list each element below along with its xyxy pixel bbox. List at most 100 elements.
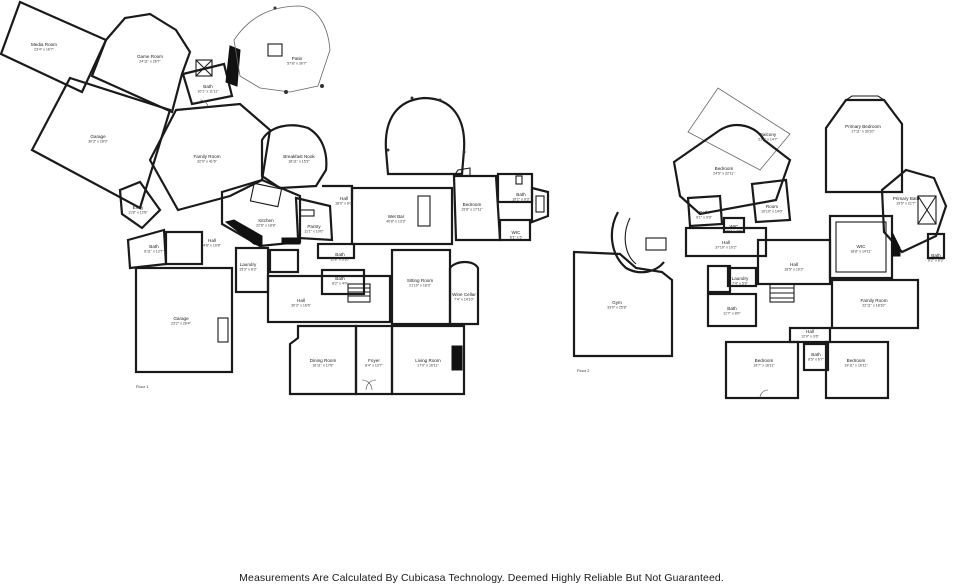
living-fireplace bbox=[451, 345, 463, 371]
garage-shelf bbox=[217, 317, 229, 343]
room-dimension-label: 23'2" x 26'4" bbox=[171, 322, 191, 326]
main-hall-outline bbox=[266, 274, 392, 324]
bath-tiny-outline bbox=[316, 242, 356, 260]
guest-bay bbox=[452, 167, 471, 177]
room-dimension-label: 8'4" x 13'7" bbox=[365, 364, 383, 368]
room-dimension-label: 11'8" x 5'10" bbox=[330, 258, 350, 262]
bathtub-icon bbox=[917, 195, 937, 225]
room-dimension-label: 10'1" x 9'3" bbox=[512, 198, 530, 202]
room-name-label: Garage bbox=[90, 134, 106, 139]
room-name-label: Hall bbox=[340, 196, 348, 201]
room-dimension-label: 57'8" x 30'7" bbox=[287, 62, 307, 66]
room-name-label: Hall bbox=[806, 329, 814, 334]
wet-bar-outline bbox=[350, 186, 454, 246]
pantry-shelf bbox=[299, 209, 315, 217]
wine-cellar-outline bbox=[448, 260, 480, 326]
room-dimension-label: 18'11" x 15'3" bbox=[288, 160, 310, 164]
room-dimension-label: 7'4" x 5'9" bbox=[732, 282, 748, 286]
room-dimension-label: 19'5" x 21'7" bbox=[896, 202, 916, 206]
guest-bath-bay bbox=[530, 186, 550, 224]
floor1-label: Floor 1 bbox=[136, 384, 149, 389]
room-dimension-label: 40'8" x 13'3" bbox=[386, 220, 406, 224]
breakfast-nook-outline bbox=[260, 124, 328, 190]
upper-wic-outline bbox=[722, 216, 746, 234]
room-name-label: Hall bbox=[790, 262, 798, 267]
room-name-label: Bedroom bbox=[463, 202, 482, 207]
room-name-label: Hall bbox=[722, 240, 730, 245]
wic-island bbox=[835, 221, 887, 273]
garage-upper-outline bbox=[30, 76, 172, 210]
room-name-label: Hall bbox=[297, 298, 305, 303]
room-name-label: Room bbox=[766, 204, 778, 209]
room-name-label: Laundry bbox=[240, 262, 257, 267]
room-name-label: Gym bbox=[612, 300, 622, 305]
room-name-label: Hall bbox=[208, 238, 216, 243]
kitchen-island bbox=[249, 182, 283, 208]
room-dimension-label: 15'3" x 8'3" bbox=[239, 268, 257, 272]
room-name-label: Game Room bbox=[137, 54, 163, 59]
room-name-label: Bath bbox=[516, 192, 526, 197]
small-room-outline bbox=[750, 178, 792, 224]
bath-fixture-x2 bbox=[195, 59, 213, 77]
fireplace-block bbox=[225, 45, 241, 87]
room-dimension-label: 11'7" x 8'0" bbox=[723, 312, 741, 316]
room-dimension-label: 16'11" x 17'8" bbox=[312, 364, 334, 368]
room-dimension-label: 24'5" x 22'11" bbox=[713, 172, 735, 176]
room-dimension-label: 21'10" x 18'3" bbox=[409, 284, 431, 288]
upper-stair-curve bbox=[610, 211, 665, 274]
room-name-label: Bedroom bbox=[847, 358, 866, 363]
room-name-label: Breakfast Nook bbox=[283, 154, 315, 159]
patio-outline bbox=[233, 5, 331, 93]
room-name-label: Bedroom bbox=[755, 358, 774, 363]
garage-lower-outline bbox=[134, 266, 234, 374]
room-dimension-label: 11'1" x 10'0" bbox=[304, 230, 324, 234]
room-dimension-label: 10'1" x 11'11" bbox=[197, 90, 219, 94]
room-dimension-label: 8'2" x 8'3" bbox=[928, 259, 944, 263]
family-room-outline bbox=[148, 102, 272, 212]
room-dimension-label: 10'10" x 14'0" bbox=[761, 210, 783, 214]
room-dimension-label: 18'5" x 10'2" bbox=[784, 268, 804, 272]
room-name-label: Balcony bbox=[760, 132, 777, 137]
upper-hall3-outline bbox=[788, 326, 832, 344]
room-name-label: Kitchen bbox=[258, 218, 274, 223]
bath-mid-outline bbox=[320, 268, 366, 296]
tub-icon bbox=[535, 195, 545, 213]
patio-post-icon bbox=[320, 84, 324, 88]
patio-table bbox=[267, 43, 283, 57]
pavilion-post-icon bbox=[462, 150, 466, 154]
living-room-outline bbox=[390, 324, 466, 396]
room-name-label: Foyer bbox=[368, 358, 380, 363]
guest-wic-outline bbox=[498, 218, 532, 242]
lower-bedroom-left-outline bbox=[724, 340, 800, 400]
laundry-outline bbox=[234, 246, 270, 294]
room-dimension-label: 18'8" x 14'11" bbox=[850, 250, 872, 254]
upper-bath2-outline bbox=[706, 264, 732, 294]
room-name-label: Entry bbox=[133, 205, 144, 210]
pavilion-post-icon bbox=[386, 148, 390, 152]
room-name-label: Family Room bbox=[860, 298, 887, 303]
bathtub-x2 bbox=[917, 195, 937, 225]
room-name-label: Bath bbox=[335, 252, 345, 257]
kitchen-counter-right bbox=[281, 237, 301, 245]
bath-fixture bbox=[195, 59, 213, 77]
floor2-label: Floor 2 bbox=[577, 368, 590, 373]
upper-bath3-outline bbox=[706, 292, 758, 328]
game-room-bay bbox=[124, 13, 191, 53]
room-dimension-label: 22'6" x 18'8" bbox=[256, 224, 276, 228]
room-name-label: Garage bbox=[173, 316, 189, 321]
room-name-label: WIC bbox=[512, 230, 522, 235]
room-dimension-label: 7'4" x 14'10" bbox=[454, 298, 474, 302]
room-name-label: Bath bbox=[811, 352, 821, 357]
room-dimension-label: 15'8" x 17'11" bbox=[461, 208, 483, 212]
upper-family-outline bbox=[830, 278, 920, 330]
upper-bath4-outline bbox=[802, 342, 830, 372]
balcony-outline bbox=[687, 87, 791, 171]
floor1-plan bbox=[0, 0, 550, 396]
room-dimension-label: 17'11" x 30'10" bbox=[851, 130, 875, 134]
room-dimension-label: 23'4" x 16'7" bbox=[34, 48, 54, 52]
room-name-label: Patio bbox=[292, 56, 303, 61]
room-dimension-label: 4'8" x 10'8" bbox=[203, 244, 221, 248]
gym-outline bbox=[572, 250, 674, 358]
